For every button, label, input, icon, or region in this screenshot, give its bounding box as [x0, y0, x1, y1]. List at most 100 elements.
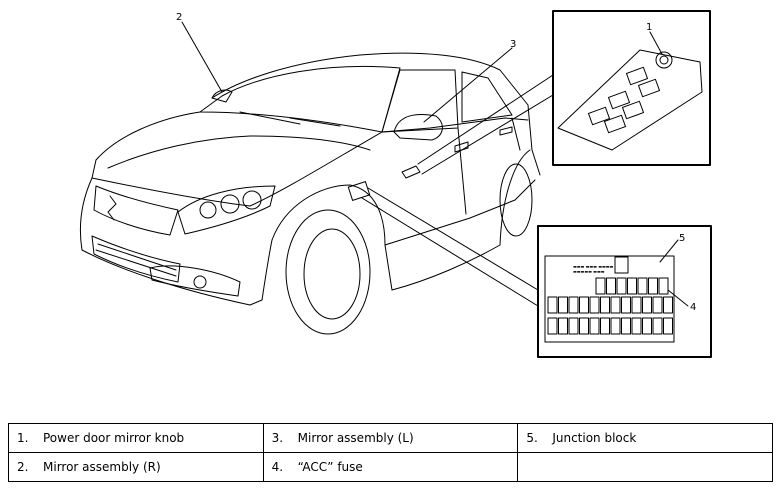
fuse-slot: [589, 296, 600, 314]
lower-grille: [91, 235, 181, 283]
legend-cell: 1. Power door mirror knob: [8, 423, 264, 453]
side-sill: [391, 244, 501, 291]
door-switch: [401, 165, 421, 179]
hood: [91, 111, 383, 207]
fuse-slot: [648, 277, 658, 295]
callout-line-3: [423, 47, 513, 123]
leader-line-fuse-b: [361, 197, 539, 307]
legend-cell: 2.Mirror assembly (R): [8, 452, 264, 482]
fuse-slot: [606, 277, 616, 295]
mirror-knob: [655, 51, 673, 69]
car-diagram: 1 ▬▬▬ ▬▬▬ ▬▬▬▬ ▬▬▬▬▬ ▬▬▬ 5 4 2 3: [79, 10, 712, 358]
fuse-slot: [568, 317, 579, 335]
legend-cell: [517, 452, 773, 482]
svg-text:▬▬▬ ▬▬▬ ▬▬▬▬: ▬▬▬ ▬▬▬ ▬▬▬▬: [573, 264, 614, 269]
car-illustration: [79, 52, 541, 335]
fuse-slot: [621, 296, 631, 314]
front-bumper: [79, 177, 273, 306]
fuse-slot: [658, 277, 669, 295]
legend-text: Junction block: [552, 431, 637, 445]
door-lower-line: [384, 179, 536, 246]
fuse-slot: [610, 317, 621, 335]
fuse-grid: [547, 277, 673, 335]
legend-text: Power door mirror knob: [43, 431, 185, 445]
front-grille: [93, 185, 179, 236]
front-door-handle: [454, 141, 469, 153]
leader-line-switch-b: [421, 94, 554, 175]
windshield: [199, 66, 401, 133]
fuse-slot: [631, 317, 642, 335]
fuse-slot: [663, 296, 673, 314]
legend-cell: 3. Mirror assembly (L): [262, 423, 519, 453]
leader-line-switch-a: [417, 74, 554, 165]
front-door-line: [457, 127, 467, 215]
legend-text: Mirror assembly (L): [297, 431, 414, 445]
mirror-switch-inset: 1: [552, 10, 711, 166]
window-switch-buttons: [587, 66, 661, 134]
legend-text: “ACC” fuse: [297, 460, 363, 474]
headlight: [177, 185, 276, 235]
fuse-slot: [631, 296, 642, 314]
fuse-slot: [652, 296, 663, 314]
fuse-slot: [568, 296, 579, 314]
legend-row: 1. Power door mirror knob 3. Mirror assemb…: [8, 423, 773, 453]
fuse-slot: [589, 317, 600, 335]
fuse-slot: [558, 317, 568, 335]
side-mirror-right: [211, 89, 233, 103]
wiper: [239, 111, 301, 125]
hood-crease: [107, 135, 371, 169]
leader-line-fuse-a: [367, 187, 539, 291]
front-wheel: [285, 209, 371, 335]
side-mirror-left: [393, 114, 443, 141]
legend-number: 1.: [17, 431, 29, 445]
legend-row: 2.Mirror assembly (R) 4. “ACC” fuse: [8, 452, 773, 482]
fuse-slot: [600, 317, 610, 335]
fuse-slot: [642, 296, 652, 314]
side-body-line: [381, 117, 529, 133]
fuse-slot: [558, 296, 568, 314]
rear-side-window: [461, 71, 513, 123]
legend-number: 5.: [526, 431, 538, 445]
fuse-slot: [579, 317, 589, 335]
legend-number: 3.: [271, 431, 284, 445]
rear-fender: [499, 149, 531, 246]
legend-cell: 4. “ACC” fuse: [262, 452, 519, 482]
rear-door-line: [511, 117, 521, 151]
callout-2: 2: [176, 12, 182, 23]
fuse-slot: [627, 277, 637, 295]
rear-wheel: [499, 163, 533, 237]
fuse-slot: [652, 317, 663, 335]
fuse-slot: [616, 277, 627, 295]
car-roof-outline: [211, 52, 541, 176]
inset-frame-fuse: [537, 225, 712, 358]
inset-frame-switch: [552, 10, 711, 166]
fuse-slot: [547, 317, 558, 335]
fuse-slot: [579, 296, 589, 314]
callout-1: 1: [646, 22, 652, 33]
fuse-slot: [621, 317, 631, 335]
junction-block-location: [347, 181, 371, 201]
fuse-slot: [610, 296, 621, 314]
fog-light: [149, 265, 241, 297]
switch-panel-outline: [557, 49, 703, 151]
front-fender: [271, 184, 393, 291]
fuse-slot: [663, 317, 673, 335]
legend-number: 2.: [17, 460, 29, 474]
callout-line-2: [181, 21, 223, 93]
legend-cell: 5. Junction block: [517, 423, 773, 453]
rear-door-handle: [499, 126, 513, 136]
legend-number: 4.: [271, 460, 284, 474]
legend-table: 1. Power door mirror knob 3. Mirror assemb…: [8, 423, 773, 482]
callout-3: 3: [510, 39, 516, 50]
junction-block-inset: ▬▬▬ ▬▬▬ ▬▬▬▬ ▬▬▬▬▬ ▬▬▬ 5 4: [537, 225, 712, 358]
front-side-window: [381, 69, 459, 133]
fuse-slot: [547, 296, 558, 314]
svg-text:▬▬▬▬▬ ▬▬▬: ▬▬▬▬▬ ▬▬▬: [573, 269, 605, 274]
callout-4: 4: [690, 302, 696, 313]
fuse-slot: [600, 296, 610, 314]
brand-logo: [107, 195, 117, 221]
fuse-slot: [642, 317, 652, 335]
callout-5: 5: [679, 233, 685, 244]
junction-block-body: [544, 255, 675, 343]
fuse-slot: [637, 277, 648, 295]
